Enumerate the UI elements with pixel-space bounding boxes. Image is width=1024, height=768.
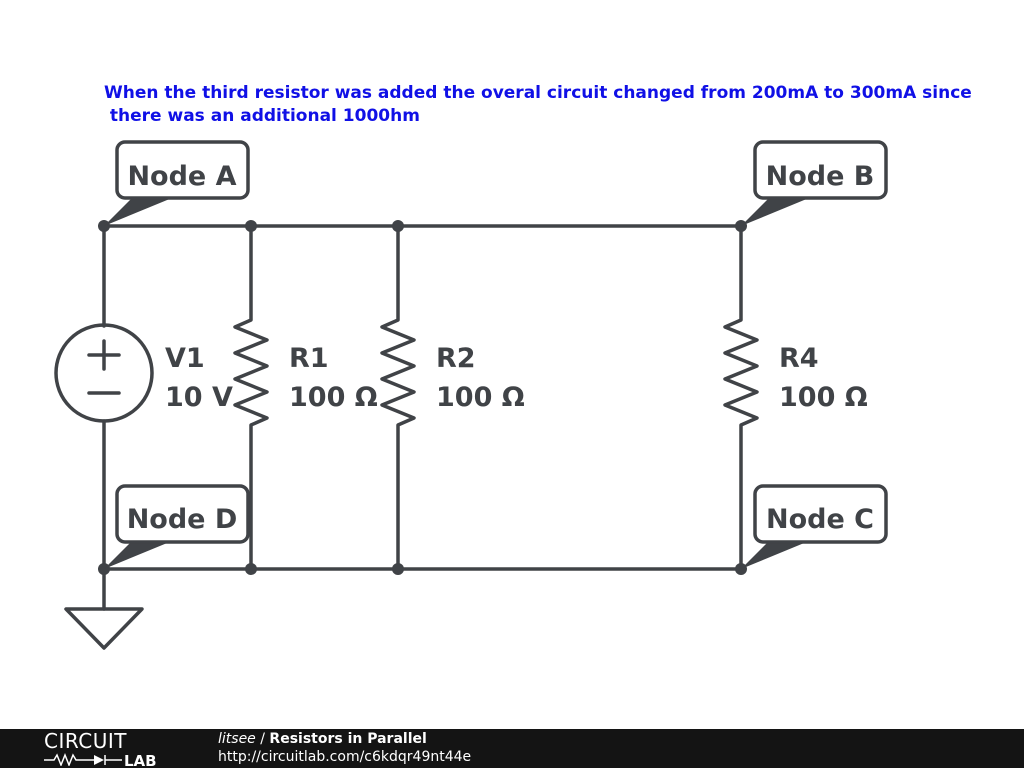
- node-a-text: Node A: [127, 161, 236, 192]
- r1-name: R1: [289, 343, 329, 374]
- resistor-r4-symbol: [723, 224, 759, 571]
- r1-value: 100 Ω: [289, 382, 378, 413]
- junction-dot: [245, 563, 257, 575]
- node-a-label: Node A: [104, 140, 250, 226]
- circuit-url[interactable]: http://circuitlab.com/c6kdqr49nt44e: [218, 749, 472, 765]
- logo-resistor-icon: [44, 752, 94, 766]
- v1-value: 10 V: [165, 382, 233, 413]
- ground-symbol: [64, 607, 144, 650]
- node-d-label: Node D: [104, 484, 250, 569]
- voltage-source-symbol: [54, 323, 154, 423]
- node-b-label: Node B: [741, 140, 888, 226]
- circuit-schematic: Node A Node B Node D Node C V1 10 V R1 1…: [54, 140, 888, 650]
- circuit-title[interactable]: Resistors in Parallel: [269, 731, 427, 747]
- logo-bottom-text: LAB: [124, 752, 157, 766]
- logo-top-text: CIRCUIT: [44, 732, 127, 753]
- r4-value: 100 Ω: [779, 382, 868, 413]
- node-d-text: Node D: [127, 504, 238, 535]
- r2-value: 100 Ω: [436, 382, 525, 413]
- author-link[interactable]: litsee: [218, 731, 256, 747]
- node-c-label: Node C: [741, 484, 888, 569]
- resistor-r2-symbol: [380, 224, 416, 571]
- r4-name: R4: [779, 343, 819, 374]
- junction-dot: [245, 220, 257, 232]
- circuitlab-logo[interactable]: CIRCUIT LAB: [44, 732, 176, 766]
- resistor-r1-symbol: [233, 224, 269, 571]
- node-b-text: Node B: [766, 161, 875, 192]
- annotation-line-2: there was an additional 1000hm: [104, 106, 420, 126]
- author-line: litsee / Resistors in Parallel: [218, 731, 427, 748]
- node-c-text: Node C: [766, 504, 874, 535]
- junction-dot: [392, 220, 404, 232]
- annotation-line-1: When the third resistor was added the ov…: [104, 83, 972, 103]
- footer-bar: CIRCUIT LAB litsee / Resistors in Parall…: [0, 729, 1024, 768]
- r2-name: R2: [436, 343, 476, 374]
- annotation-text: When the third resistor was added the ov…: [104, 82, 1004, 128]
- junction-dot: [392, 563, 404, 575]
- v1-name: V1: [165, 343, 205, 374]
- author-separator: /: [255, 731, 270, 747]
- logo-diode-icon: [94, 755, 104, 765]
